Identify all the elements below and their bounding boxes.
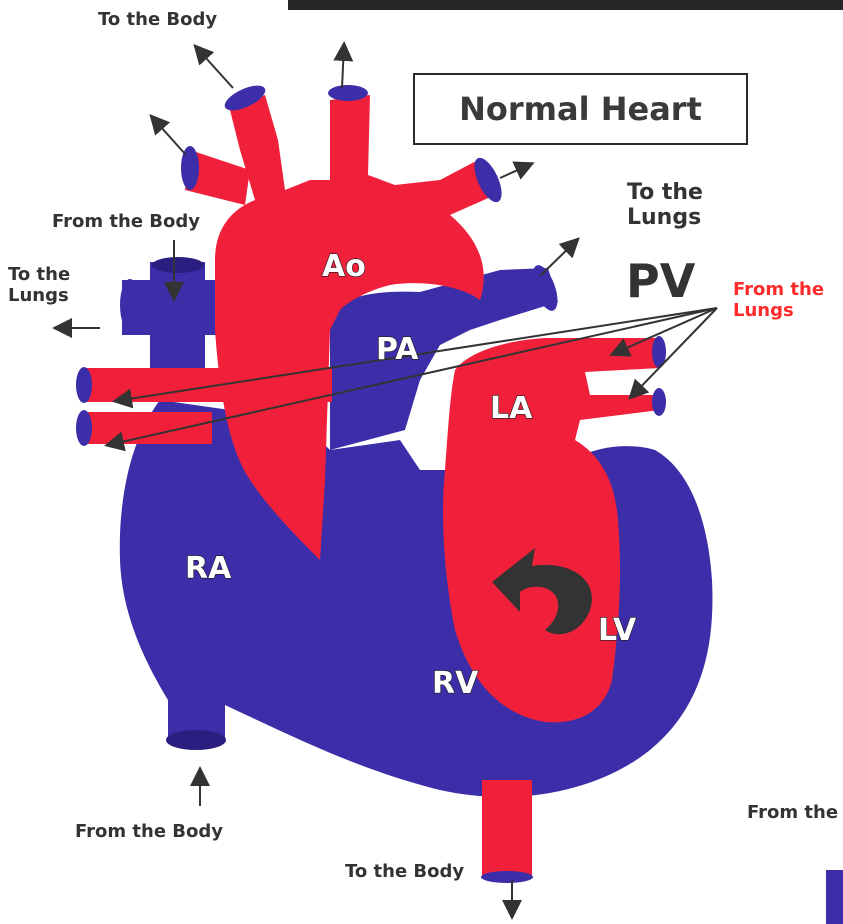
label-to-body-bottom: To the Body <box>345 862 464 883</box>
label-la: LA <box>490 391 533 426</box>
label-to-lungs-right: To the Lungs <box>627 180 703 231</box>
label-rv: RV <box>432 666 479 701</box>
label-from-body-left: From the Body <box>52 212 200 233</box>
diagram-title: Normal Heart <box>413 73 748 145</box>
label-to-lungs-left: To the Lungs <box>8 265 70 306</box>
label-lv: LV <box>598 613 637 648</box>
label-ao: Ao <box>322 249 366 284</box>
label-from-lungs: From the Lungs <box>733 280 824 321</box>
label-to-body-top: To the Body <box>98 10 217 31</box>
label-pa: PA <box>376 332 419 367</box>
pv-label: PV <box>626 254 695 308</box>
descending-aorta <box>481 780 533 883</box>
label-from-the-cut: From the <box>747 803 843 824</box>
label-ra: RA <box>185 551 232 586</box>
svc-cap <box>152 257 204 273</box>
ivc-cap <box>166 730 226 750</box>
label-from-body-bottom: From the Body <box>75 822 223 843</box>
cutoff-vessel <box>826 870 843 924</box>
left-pulmonary-vein-lower <box>82 412 212 444</box>
